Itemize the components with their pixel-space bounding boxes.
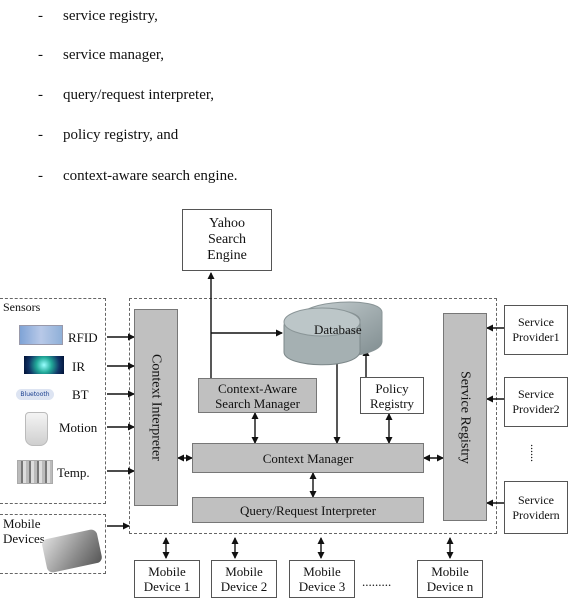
database-label: Database	[314, 322, 362, 338]
temperature-sensor-image	[17, 460, 53, 484]
provider-line: Providern	[512, 508, 559, 523]
motion-sensor-image	[25, 412, 48, 446]
mobile-device-1-box: Mobile Device 1	[134, 560, 200, 598]
device-line: Device 3	[299, 579, 346, 594]
sensor-label-motion: Motion	[59, 420, 97, 436]
device-line: Mobile	[225, 564, 263, 579]
provider-ellipsis: ......	[527, 444, 542, 462]
service-registry-label: Service Registry	[458, 371, 473, 464]
device-line: Device 2	[221, 579, 268, 594]
policy-registry-line: Registry	[370, 396, 414, 411]
provider-line: Provider1	[512, 330, 559, 345]
sensor-label-rfid: RFID	[68, 330, 98, 346]
sensors-title: Sensors	[3, 300, 40, 315]
rfid-image	[19, 325, 63, 345]
service-provider-n-box: Service Providern	[504, 481, 568, 534]
provider-line: Provider2	[512, 402, 559, 417]
query-request-interpreter-box: Query/Request Interpreter	[192, 497, 424, 523]
context-interpreter-box: Context Interpreter	[134, 309, 178, 506]
device-line: Mobile	[431, 564, 469, 579]
context-interpreter-label: Context Interpreter	[149, 354, 164, 461]
sensor-label-temp: Temp.	[57, 465, 90, 481]
mobile-devices-label: Mobile Devices	[3, 516, 45, 546]
service-provider-2-box: Service Provider2	[504, 377, 568, 427]
search-manager-line: Search Manager	[215, 396, 300, 411]
context-manager-box: Context Manager	[192, 443, 424, 473]
service-registry-box: Service Registry	[443, 313, 487, 521]
device-line: Mobile	[148, 564, 186, 579]
mobile-device-3-box: Mobile Device 3	[289, 560, 355, 598]
search-manager-line: Context-Aware	[218, 381, 297, 396]
policy-registry-box: Policy Registry	[360, 377, 424, 414]
provider-line: Service	[518, 387, 554, 402]
device-line: Mobile	[303, 564, 341, 579]
device-ellipsis: .........	[362, 574, 391, 590]
ir-image	[24, 356, 64, 374]
mobile-device-n-box: Mobile Device n	[417, 560, 483, 598]
sensor-label-ir: IR	[72, 359, 85, 375]
mobile-devices-line: Devices	[3, 531, 45, 546]
policy-registry-line: Policy	[375, 381, 408, 396]
query-request-interpreter-label: Query/Request Interpreter	[240, 503, 376, 518]
bluetooth-icon: Bluetooth	[16, 389, 54, 400]
context-aware-search-manager-box: Context-Aware Search Manager	[198, 378, 317, 413]
mobile-devices-line: Mobile	[3, 516, 45, 531]
bluetooth-badge-label: Bluetooth	[20, 391, 49, 398]
sensor-label-bt: BT	[72, 387, 89, 403]
device-line: Device n	[427, 579, 474, 594]
context-manager-label: Context Manager	[263, 451, 354, 466]
mobile-device-2-box: Mobile Device 2	[211, 560, 277, 598]
provider-line: Service	[518, 315, 554, 330]
device-line: Device 1	[144, 579, 191, 594]
service-provider-1-box: Service Provider1	[504, 305, 568, 355]
provider-line: Service	[518, 493, 554, 508]
